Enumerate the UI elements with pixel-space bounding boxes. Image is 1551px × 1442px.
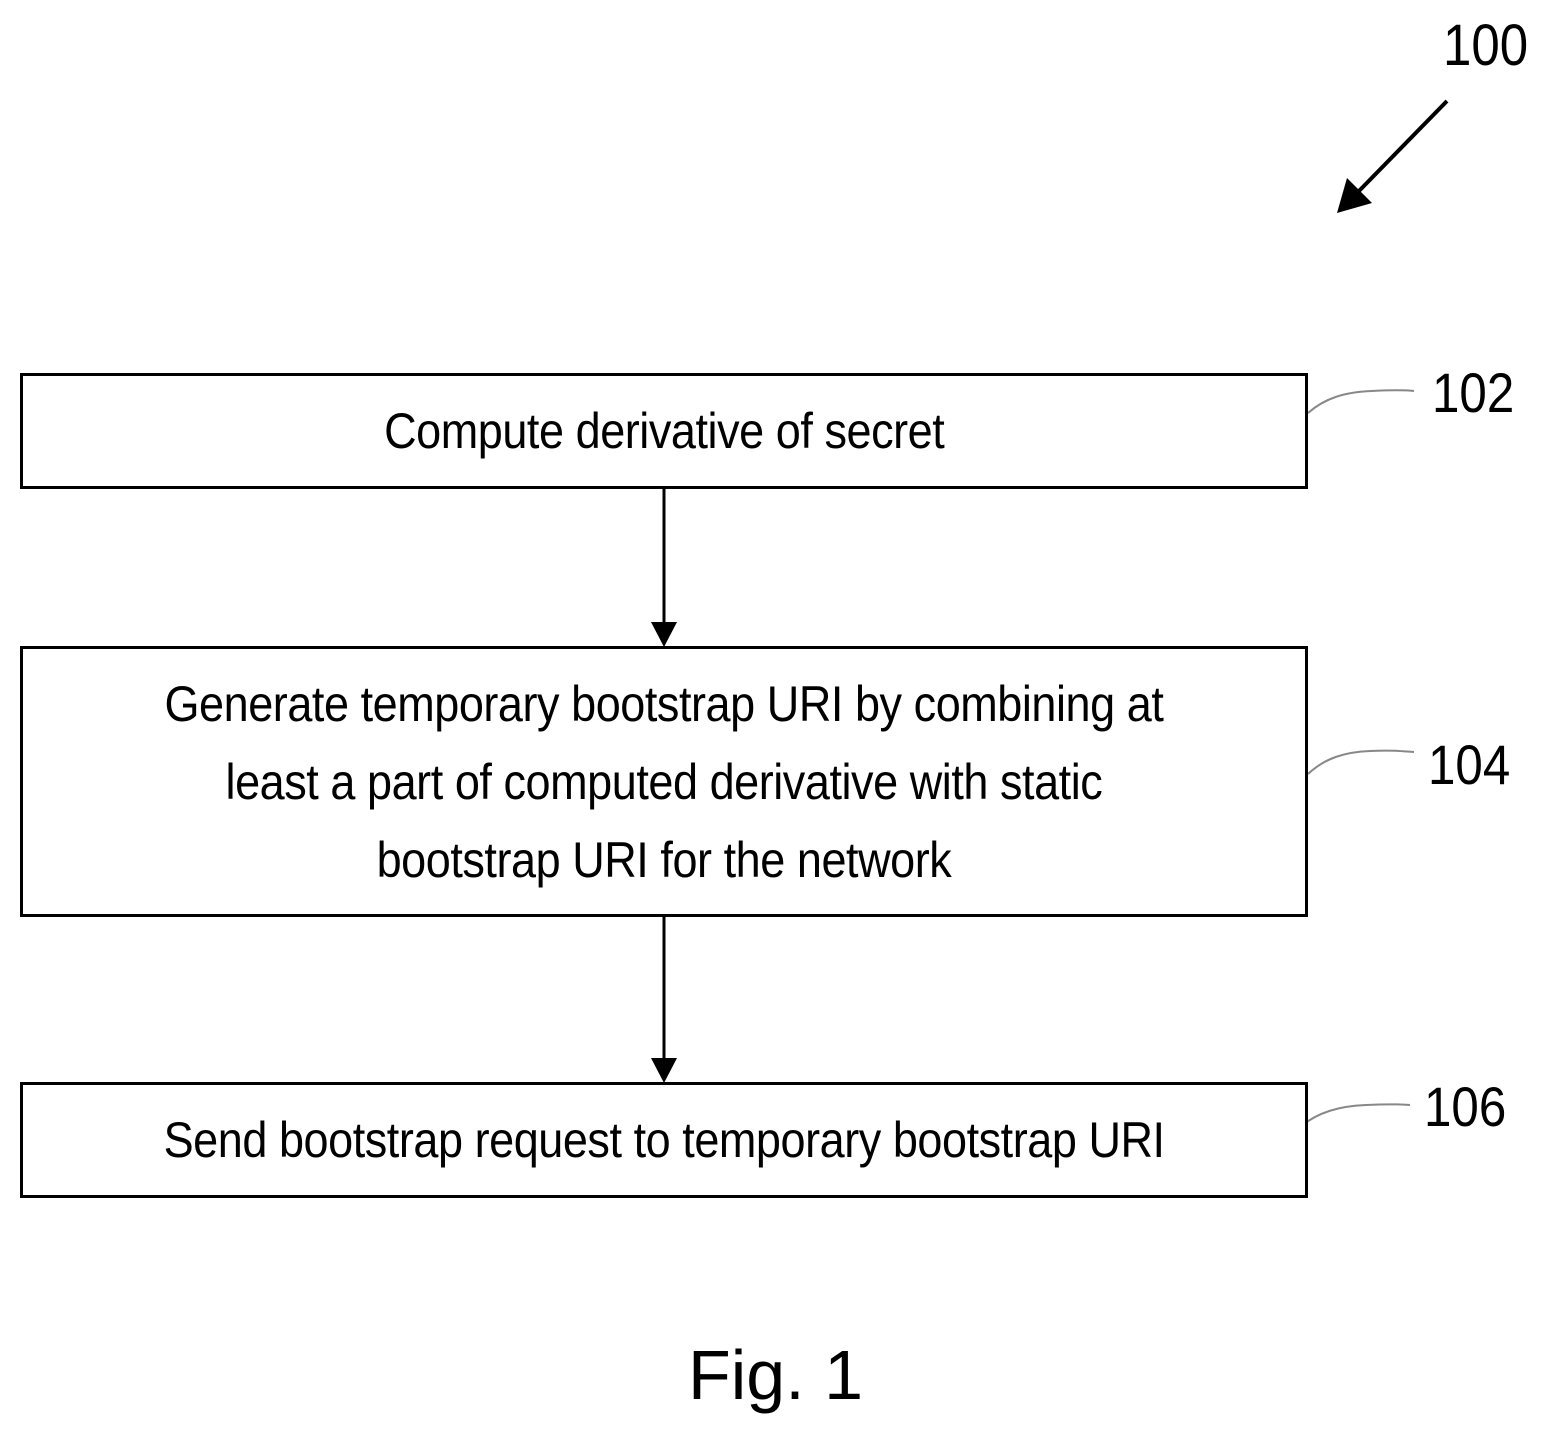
step-box-102: Compute derivative of secret [20, 373, 1308, 489]
step-box-104: Generate temporary bootstrap URI by comb… [20, 646, 1308, 917]
connector-104-106-arrowhead [651, 1058, 677, 1083]
figure-reference-numeral: 100 [1443, 17, 1528, 75]
step-text-102: Compute derivative of secret [384, 392, 944, 470]
step-ref-102: 102 [1432, 365, 1514, 421]
leader-line-102 [1308, 390, 1414, 413]
connector-102-104-arrowhead [651, 622, 677, 647]
step-ref-104: 104 [1428, 737, 1510, 793]
leader-line-106 [1300, 1104, 1410, 1127]
figure-caption: Fig. 1 [0, 1340, 1551, 1410]
step-text-106: Send bootstrap request to temporary boot… [164, 1101, 1165, 1179]
leader-line-104 [1308, 751, 1414, 774]
step-box-106: Send bootstrap request to temporary boot… [20, 1082, 1308, 1198]
figure-ref-arrow-shaft [1358, 101, 1447, 192]
step-ref-106: 106 [1424, 1079, 1506, 1135]
step-text-104: Generate temporary bootstrap URI by comb… [165, 665, 1164, 899]
